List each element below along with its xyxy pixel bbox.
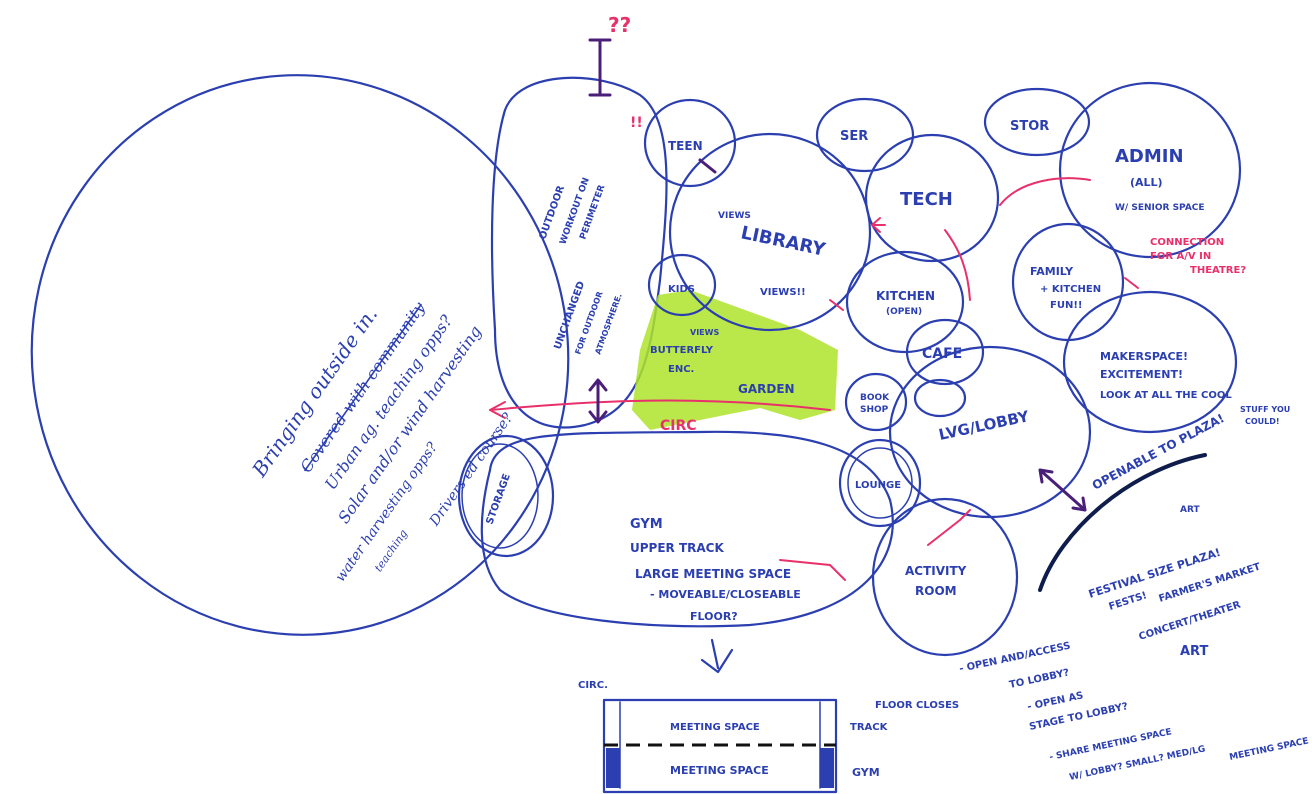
ser-label: SER (840, 129, 868, 144)
connection-label-3: THEATRE? (1190, 265, 1246, 276)
lounge-bubble (838, 438, 922, 528)
family-label-2: + KITCHEN (1040, 284, 1101, 295)
garden-highlight (632, 290, 838, 430)
tech-bubble (864, 133, 1000, 263)
section-circ-label: CIRC. (578, 680, 608, 691)
bookshop-bubble (844, 372, 908, 432)
stor-bubble (983, 87, 1091, 157)
admin-space-label: W/ SENIOR SPACE (1115, 203, 1205, 213)
gym-label-4: - MOVEABLE/CLOSEABLE (650, 588, 801, 601)
activity-bubble (871, 497, 1019, 657)
gym-label-5: FLOOR? (690, 610, 738, 623)
down-arrow (700, 638, 734, 674)
left-note-7: Drivers ed course? (426, 410, 517, 530)
kitchen-label: KITCHEN (876, 289, 935, 303)
track-label: TRACK (850, 722, 889, 733)
floor-closes-label: FLOOR CLOSES (875, 700, 959, 711)
purple-arrows (588, 38, 1087, 512)
makerspace-label-2: EXCITEMENT! (1100, 368, 1183, 381)
makerspace-label-4: STUFF YOU (1240, 405, 1290, 414)
makerspace-bubble (1062, 290, 1238, 434)
circ-label: CIRC (660, 418, 697, 434)
makerspace-label-1: MAKERSPACE! (1100, 350, 1188, 363)
family-label-3: FUN!! (1050, 300, 1082, 311)
family-bubble (1011, 222, 1125, 342)
garden-label-1: BUTTERFLY (650, 345, 714, 356)
question-marks: ?? (608, 13, 631, 37)
note-2: TO LOBBY? (1008, 667, 1070, 690)
stor-label: STOR (1010, 119, 1049, 134)
festival-label-5: ART (1180, 644, 1208, 659)
makerspace-label-5: COULD! (1245, 417, 1280, 426)
admin-all-label: (ALL) (1130, 176, 1163, 189)
activity-label-2: ROOM (915, 584, 957, 598)
note-7: MEETING SPACE (1229, 736, 1310, 763)
exclaim-marks: !! (630, 115, 643, 131)
makerspace-label-3: LOOK AT ALL THE COOL (1100, 390, 1232, 401)
library-label: LIBRARY (739, 222, 828, 261)
note-3: - OPEN AS (1026, 690, 1084, 713)
gym-label-3: LARGE MEETING SPACE (635, 567, 791, 581)
garden-label-2: ENC. (668, 364, 694, 375)
festival-art-label: ART (1180, 505, 1200, 515)
storage-label: STORAGE (484, 472, 513, 526)
teen-label: TEEN (668, 139, 703, 153)
gym-section-label: GYM (852, 766, 880, 779)
kitchen-bubble (845, 250, 965, 354)
circ-arrowhead (489, 401, 506, 419)
cafe-bubble (905, 318, 985, 386)
festival-label-2: FESTS! (1108, 590, 1149, 613)
plaza-edge (1038, 453, 1207, 592)
family-label: FAMILY (1030, 265, 1074, 278)
circ-arrow (489, 399, 831, 411)
kitchen-label-2: (OPEN) (886, 307, 922, 317)
views-note-2: VIEWS!! (760, 287, 806, 298)
views-note-1: VIEWS (718, 211, 751, 221)
festival-label-1: FESTIVAL SIZE PLAZA! (1087, 546, 1222, 601)
admin-bubble (1058, 81, 1242, 259)
garden-label-3: GARDEN (738, 382, 795, 396)
kids-label: KIDS (668, 284, 695, 295)
activity-label-1: ACTIVITY (905, 564, 967, 578)
tech-label: TECH (900, 189, 953, 210)
lobby-label: LVG/LOBBY (937, 407, 1031, 444)
storage-bubble (457, 434, 555, 558)
meeting-space-lower: MEETING SPACE (670, 764, 769, 777)
library-bubble (668, 132, 872, 332)
admin-label: ADMIN (1115, 146, 1184, 167)
bookshop-label-1: BOOK (860, 393, 890, 403)
views-note-3: VIEWS (690, 328, 719, 337)
cafe-label: CAFE (922, 346, 962, 362)
lounge-bubble-inner (847, 447, 913, 519)
pink-arrows (779, 177, 1139, 581)
pool-bubble (913, 378, 967, 418)
gym-label-1: GYM (630, 517, 663, 532)
kids-bubble (647, 253, 717, 317)
storage-bubble-inner (461, 443, 539, 549)
ser-bubble (815, 97, 915, 173)
gym-label-2: UPPER TRACK (630, 541, 724, 555)
section-diagram (602, 698, 838, 794)
bookshop-label-2: SHOP (860, 405, 889, 415)
lounge-label: LOUNGE (855, 480, 901, 491)
festival-label-4: CONCERT/THEATER (1138, 599, 1243, 642)
connection-label-2: FOR A/V IN (1150, 251, 1211, 262)
teen-bubble (643, 98, 737, 188)
connection-label-1: CONNECTION (1150, 237, 1224, 248)
gym-bubble (480, 430, 894, 628)
meeting-space-upper: MEETING SPACE (670, 722, 760, 733)
left-notes: Bringing outside in. Covered with commun… (247, 298, 517, 585)
outdoor-bubble (30, 74, 570, 636)
